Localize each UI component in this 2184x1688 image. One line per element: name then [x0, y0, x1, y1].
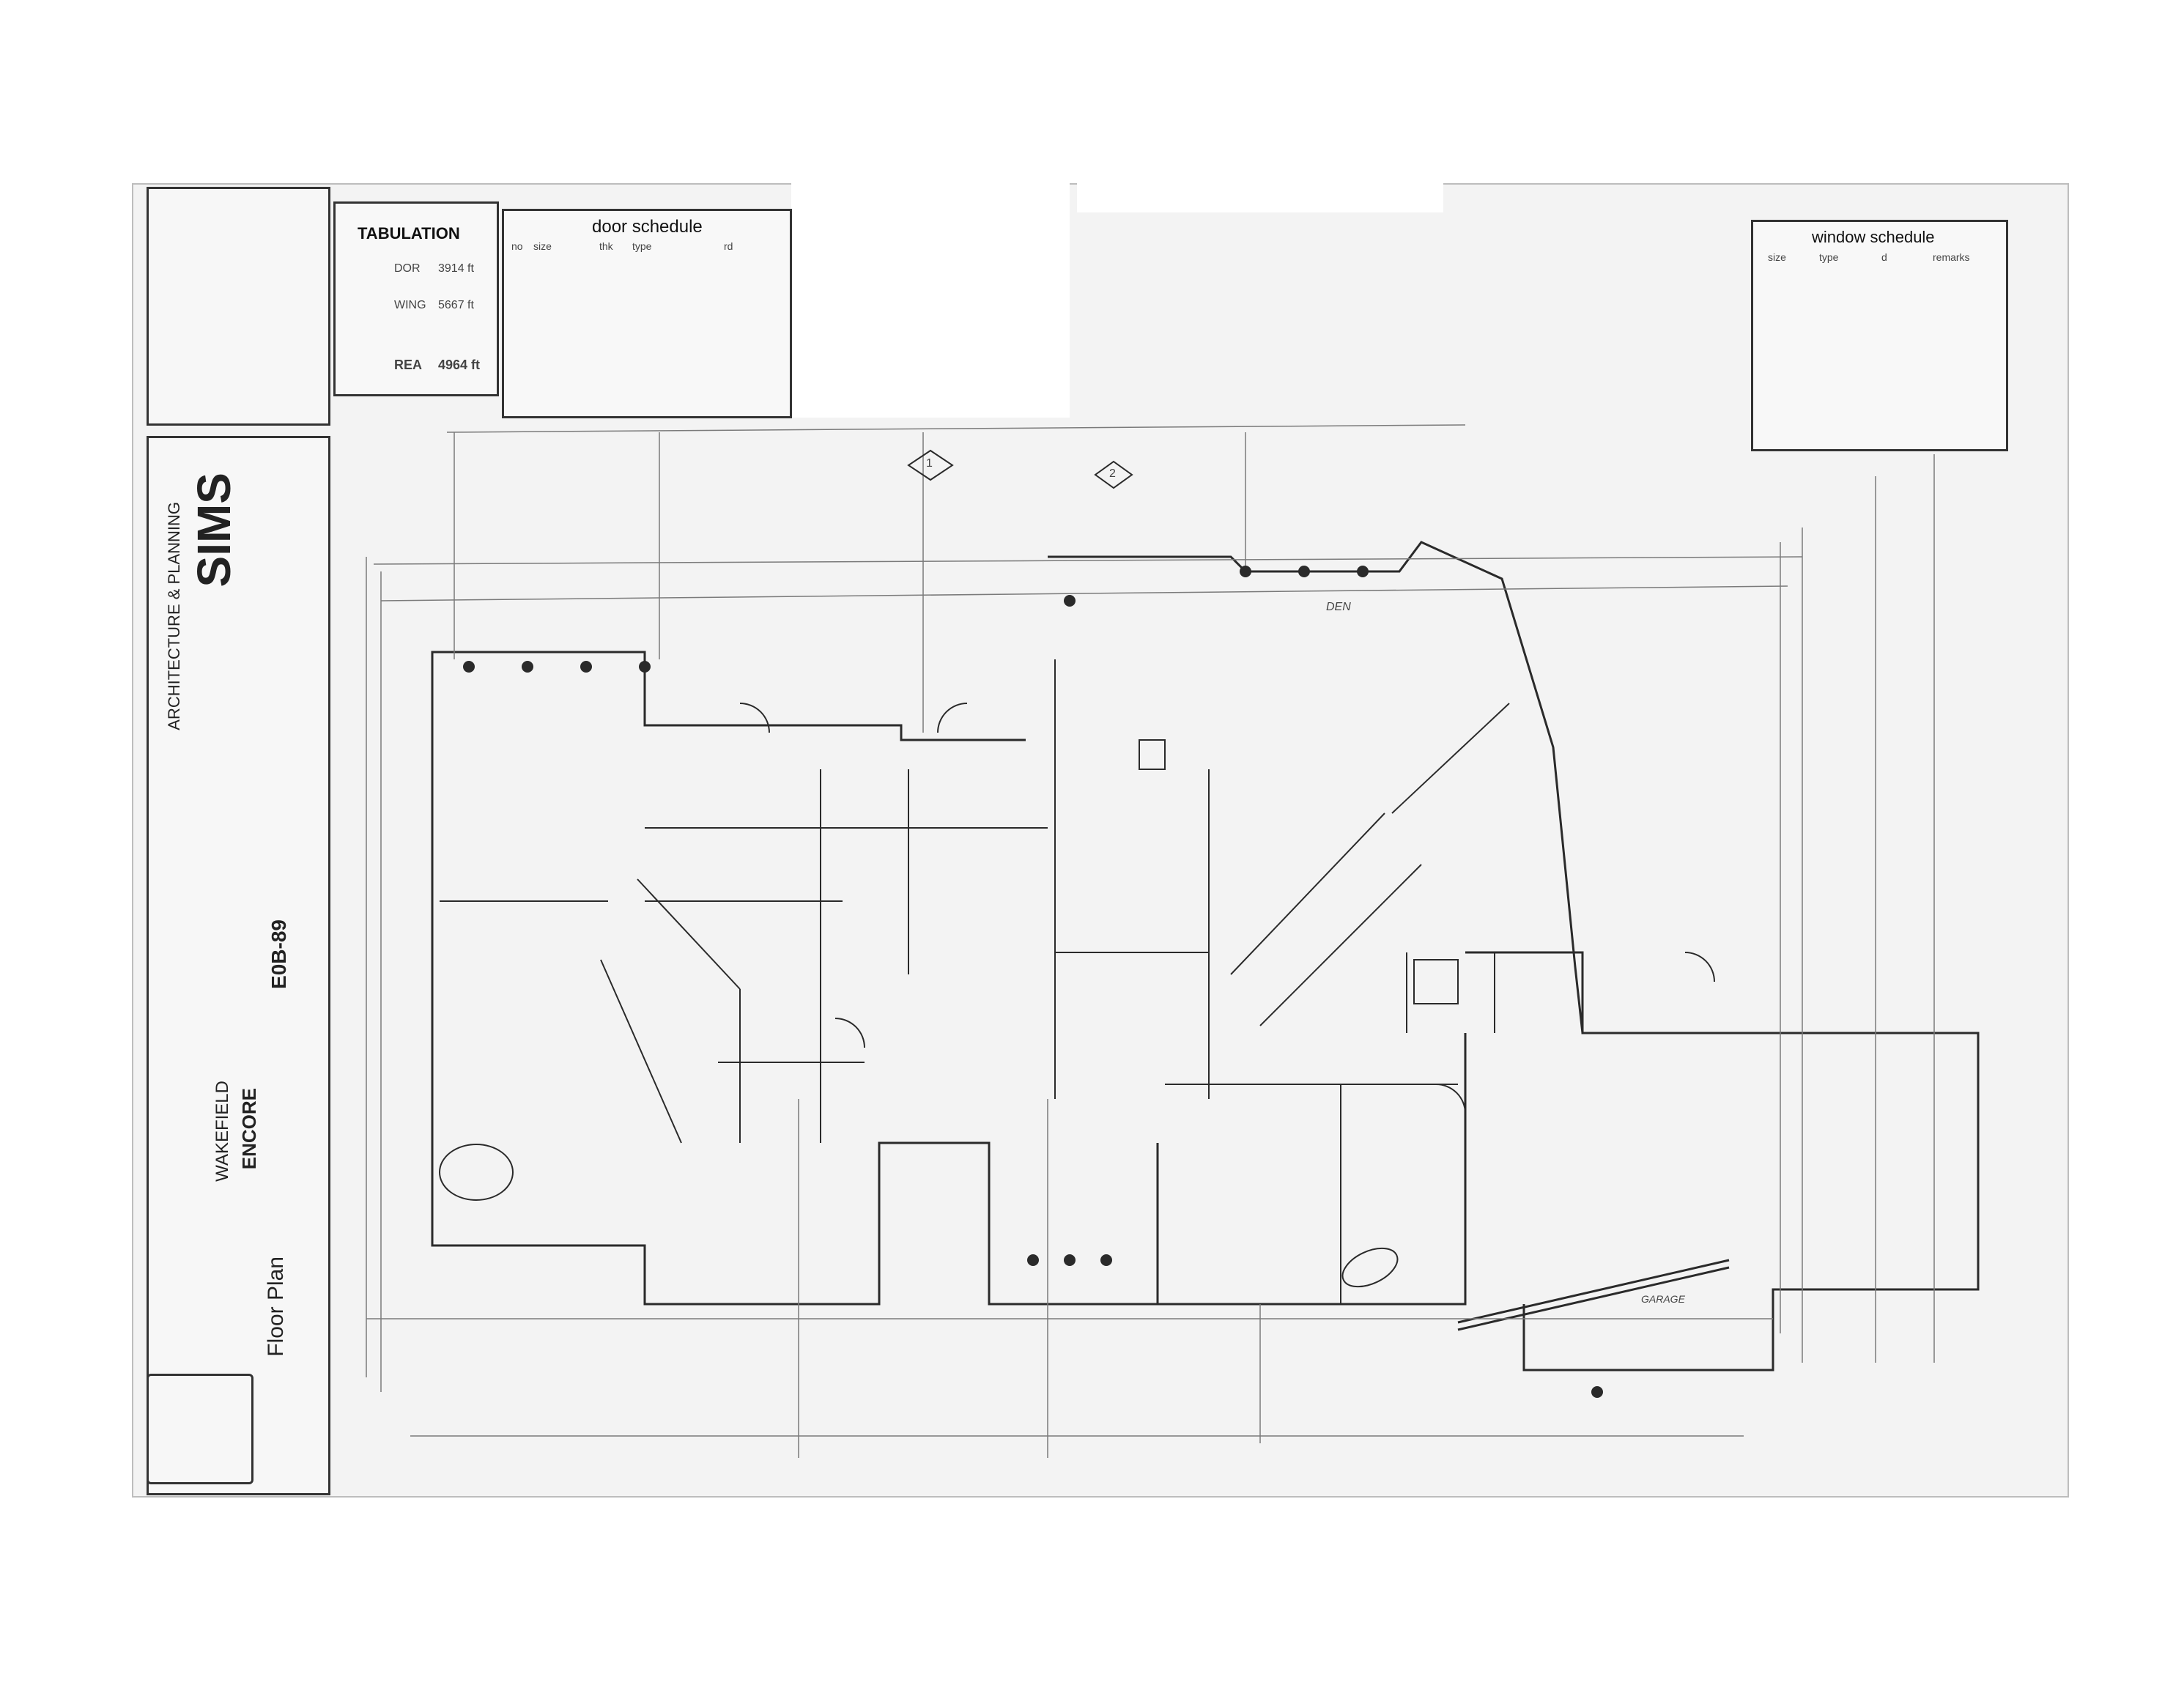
window-schedule-table: window schedule size type d remarks: [1751, 220, 2008, 451]
section-marker-2: 2: [1109, 467, 1116, 480]
project-owner: WAKEFIELD: [212, 1081, 232, 1182]
door-schedule-col-no: no: [511, 240, 523, 252]
tabulation-table: TABULATION DOR 3914 ft WING 5667 ft REA …: [333, 201, 499, 396]
room-label-garage: GARAGE: [1641, 1293, 1685, 1305]
sheet-fold-gap: [1077, 183, 1443, 212]
door-schedule-title: door schedule: [592, 217, 703, 237]
door-schedule-table: door schedule no size thk type rd: [502, 209, 792, 418]
window-schedule-col-remarks: remarks: [1933, 251, 1970, 263]
door-schedule-col-rd: rd: [724, 240, 733, 252]
tabulation-title: TABULATION: [358, 224, 460, 243]
door-schedule-col-type: type: [632, 240, 652, 252]
column-markers: [463, 566, 1603, 1398]
exterior-walls: [431, 541, 1980, 1372]
project-number: E0B-89: [267, 919, 290, 989]
sheet-fold-gap: [791, 183, 1070, 418]
section-marker-1: 1: [926, 457, 933, 470]
window-schedule-col-d: d: [1881, 251, 1887, 263]
tabulation-row-value: 5667 ft: [438, 299, 474, 311]
window-schedule-col-type: type: [1819, 251, 1839, 263]
interior-walls: [440, 659, 1510, 1304]
window-schedule-title: window schedule: [1812, 228, 1935, 246]
door-swings: [739, 703, 1715, 1114]
bathtub-shapes: [439, 739, 1459, 1288]
sheet-name: Floor Plan: [264, 1256, 288, 1357]
tabulation-row-label: WING: [394, 299, 426, 311]
tabulation-row-value: 3914 ft: [438, 262, 474, 275]
title-block-firm-box: [147, 436, 330, 1495]
blueprint-sheet: [132, 183, 2069, 1498]
sheet-number-box: [147, 1374, 253, 1484]
door-schedule-col-size: size: [533, 240, 552, 252]
dimension-lines: [366, 424, 1935, 1458]
firm-tagline: ARCHITECTURE & PLANNING: [165, 502, 183, 730]
tabulation-row-value: 4964 ft: [438, 358, 481, 372]
window-schedule-col-size: size: [1768, 251, 1786, 263]
section-marker-shapes: [907, 449, 1133, 489]
door-schedule-col-thk: thk: [599, 240, 613, 252]
room-label-den: DEN: [1326, 601, 1351, 613]
tabulation-row-label: REA: [394, 358, 423, 372]
title-block-logo-box: [147, 187, 330, 426]
tabulation-row-label: DOR: [394, 262, 421, 275]
firm-name: SIMS: [188, 473, 240, 588]
project-name: ENCORE: [238, 1088, 260, 1170]
title-block: SIMS ARCHITECTURE & PLANNING E0B-89 ENCO…: [147, 187, 330, 1495]
